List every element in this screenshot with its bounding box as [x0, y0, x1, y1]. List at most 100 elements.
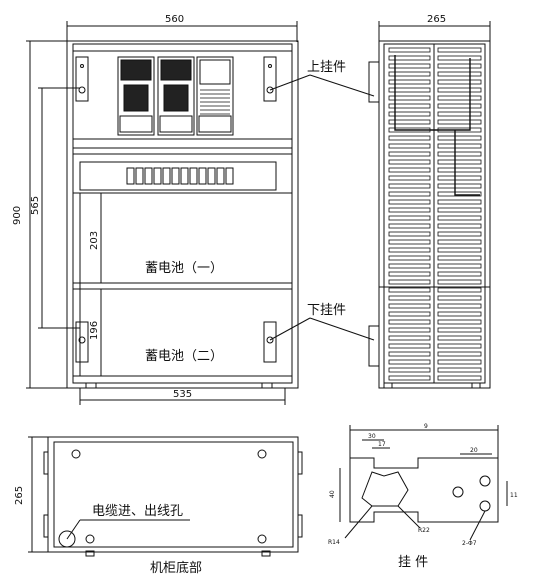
hanger-d30: 30 — [368, 433, 376, 440]
front-height-dim: 900 — [12, 206, 23, 225]
louver-slot — [437, 199, 482, 205]
base-outline — [47, 436, 299, 553]
louver-slot — [437, 175, 482, 181]
cable-hole — [58, 530, 76, 548]
louver-slot — [388, 215, 431, 221]
louver-slot — [388, 191, 431, 197]
louver-slot — [437, 63, 482, 69]
base-depth-dim: 265 — [14, 486, 25, 505]
lower-right-hanger — [263, 321, 277, 363]
louver-slot — [388, 311, 431, 317]
louver-slot — [437, 295, 482, 301]
side-outline — [378, 40, 491, 389]
louver-slot — [437, 231, 482, 237]
louver-slot — [388, 55, 431, 61]
louver-slot — [437, 151, 482, 157]
louver-slot — [388, 159, 431, 165]
louver-slot — [388, 319, 431, 325]
louver-slots — [388, 47, 482, 381]
shelf2-dim: 196 — [89, 321, 100, 340]
louver-slot — [388, 343, 431, 349]
louver-slot — [388, 271, 431, 277]
louver-slot — [388, 135, 431, 141]
louver-slot — [388, 359, 431, 365]
hanger-r14: R14 — [328, 539, 340, 546]
base-title: 机柜底部 — [150, 560, 202, 576]
louver-slot — [388, 143, 431, 149]
louver-slot — [388, 367, 431, 373]
louver-slot — [437, 159, 482, 165]
base-view — [28, 436, 303, 557]
hanger-d40: 40 — [329, 490, 336, 498]
hanger-phi: 2-Φ7 — [462, 540, 477, 547]
louver-slot — [388, 263, 431, 269]
louver-slot — [388, 71, 431, 77]
side-view — [368, 21, 491, 389]
louver-slot — [437, 287, 482, 293]
rectifier-modules — [117, 56, 234, 136]
louver-slot — [437, 191, 482, 197]
louver-slot — [437, 311, 482, 317]
louver-slot — [437, 111, 482, 117]
louver-slot — [388, 327, 431, 333]
rectifier-panel — [72, 50, 293, 140]
louver-slot — [437, 327, 482, 333]
louver-slot — [388, 63, 431, 69]
louver-slot — [437, 375, 482, 381]
louver-slot — [388, 103, 431, 109]
louver-slot — [388, 95, 431, 101]
front-view — [26, 21, 299, 405]
battery2-label: 蓄电池（二） — [145, 349, 223, 364]
lower-hanger-label: 下挂件 — [307, 303, 346, 318]
hanger-d11: 11 — [510, 492, 518, 499]
hanger-title: 挂 件 — [398, 555, 428, 570]
louver-slot — [437, 71, 482, 77]
cabinet-outline — [66, 40, 299, 389]
louver-slot — [388, 255, 431, 261]
hanger-overall-dim: 9 — [424, 423, 428, 430]
louver-slot — [388, 303, 431, 309]
side-depth-dim: 265 — [427, 14, 446, 25]
louver-slot — [388, 167, 431, 173]
side-view-labels: 265 上挂件 下挂件 — [307, 14, 446, 318]
louver-slot — [437, 247, 482, 253]
louver-slot — [437, 319, 482, 325]
louver-slot — [437, 351, 482, 357]
louver-slot — [437, 303, 482, 309]
louver-slot — [437, 167, 482, 173]
hanger-r22: R22 — [418, 527, 430, 534]
louver-slot — [437, 103, 482, 109]
upper-right-hanger — [263, 56, 277, 102]
louver-slot — [388, 279, 431, 285]
louver-slot — [388, 351, 431, 357]
louver-slot — [437, 47, 482, 53]
louver-slot — [437, 135, 482, 141]
louver-slot — [437, 271, 482, 277]
louver-slot — [437, 223, 482, 229]
bottom-dim: 535 — [173, 389, 192, 400]
louver-slot — [388, 247, 431, 253]
lower-left-hanger — [75, 321, 89, 363]
hanger-d17: 17 — [378, 441, 386, 448]
louver-slot — [437, 239, 482, 245]
louver-slot — [388, 375, 431, 381]
louver-slot — [388, 87, 431, 93]
front-view-labels: 560 900 565 203 196 535 蓄电池（一） 蓄电池（二） — [12, 14, 223, 400]
louver-slot — [437, 343, 482, 349]
hanger-d20: 20 — [470, 447, 478, 454]
louver-slot — [437, 215, 482, 221]
louver-slot — [437, 119, 482, 125]
louver-slot — [437, 55, 482, 61]
upper-hanger-label: 上挂件 — [307, 60, 346, 75]
louver-slot — [388, 335, 431, 341]
louver-slot — [388, 287, 431, 293]
louver-slot — [437, 335, 482, 341]
louver-slot — [388, 231, 431, 237]
louver-slot — [388, 207, 431, 213]
louver-slot — [388, 175, 431, 181]
louver-slot — [388, 151, 431, 157]
shelf1-dim: 203 — [89, 231, 100, 250]
louver-slot — [388, 239, 431, 245]
louver-slot — [388, 223, 431, 229]
